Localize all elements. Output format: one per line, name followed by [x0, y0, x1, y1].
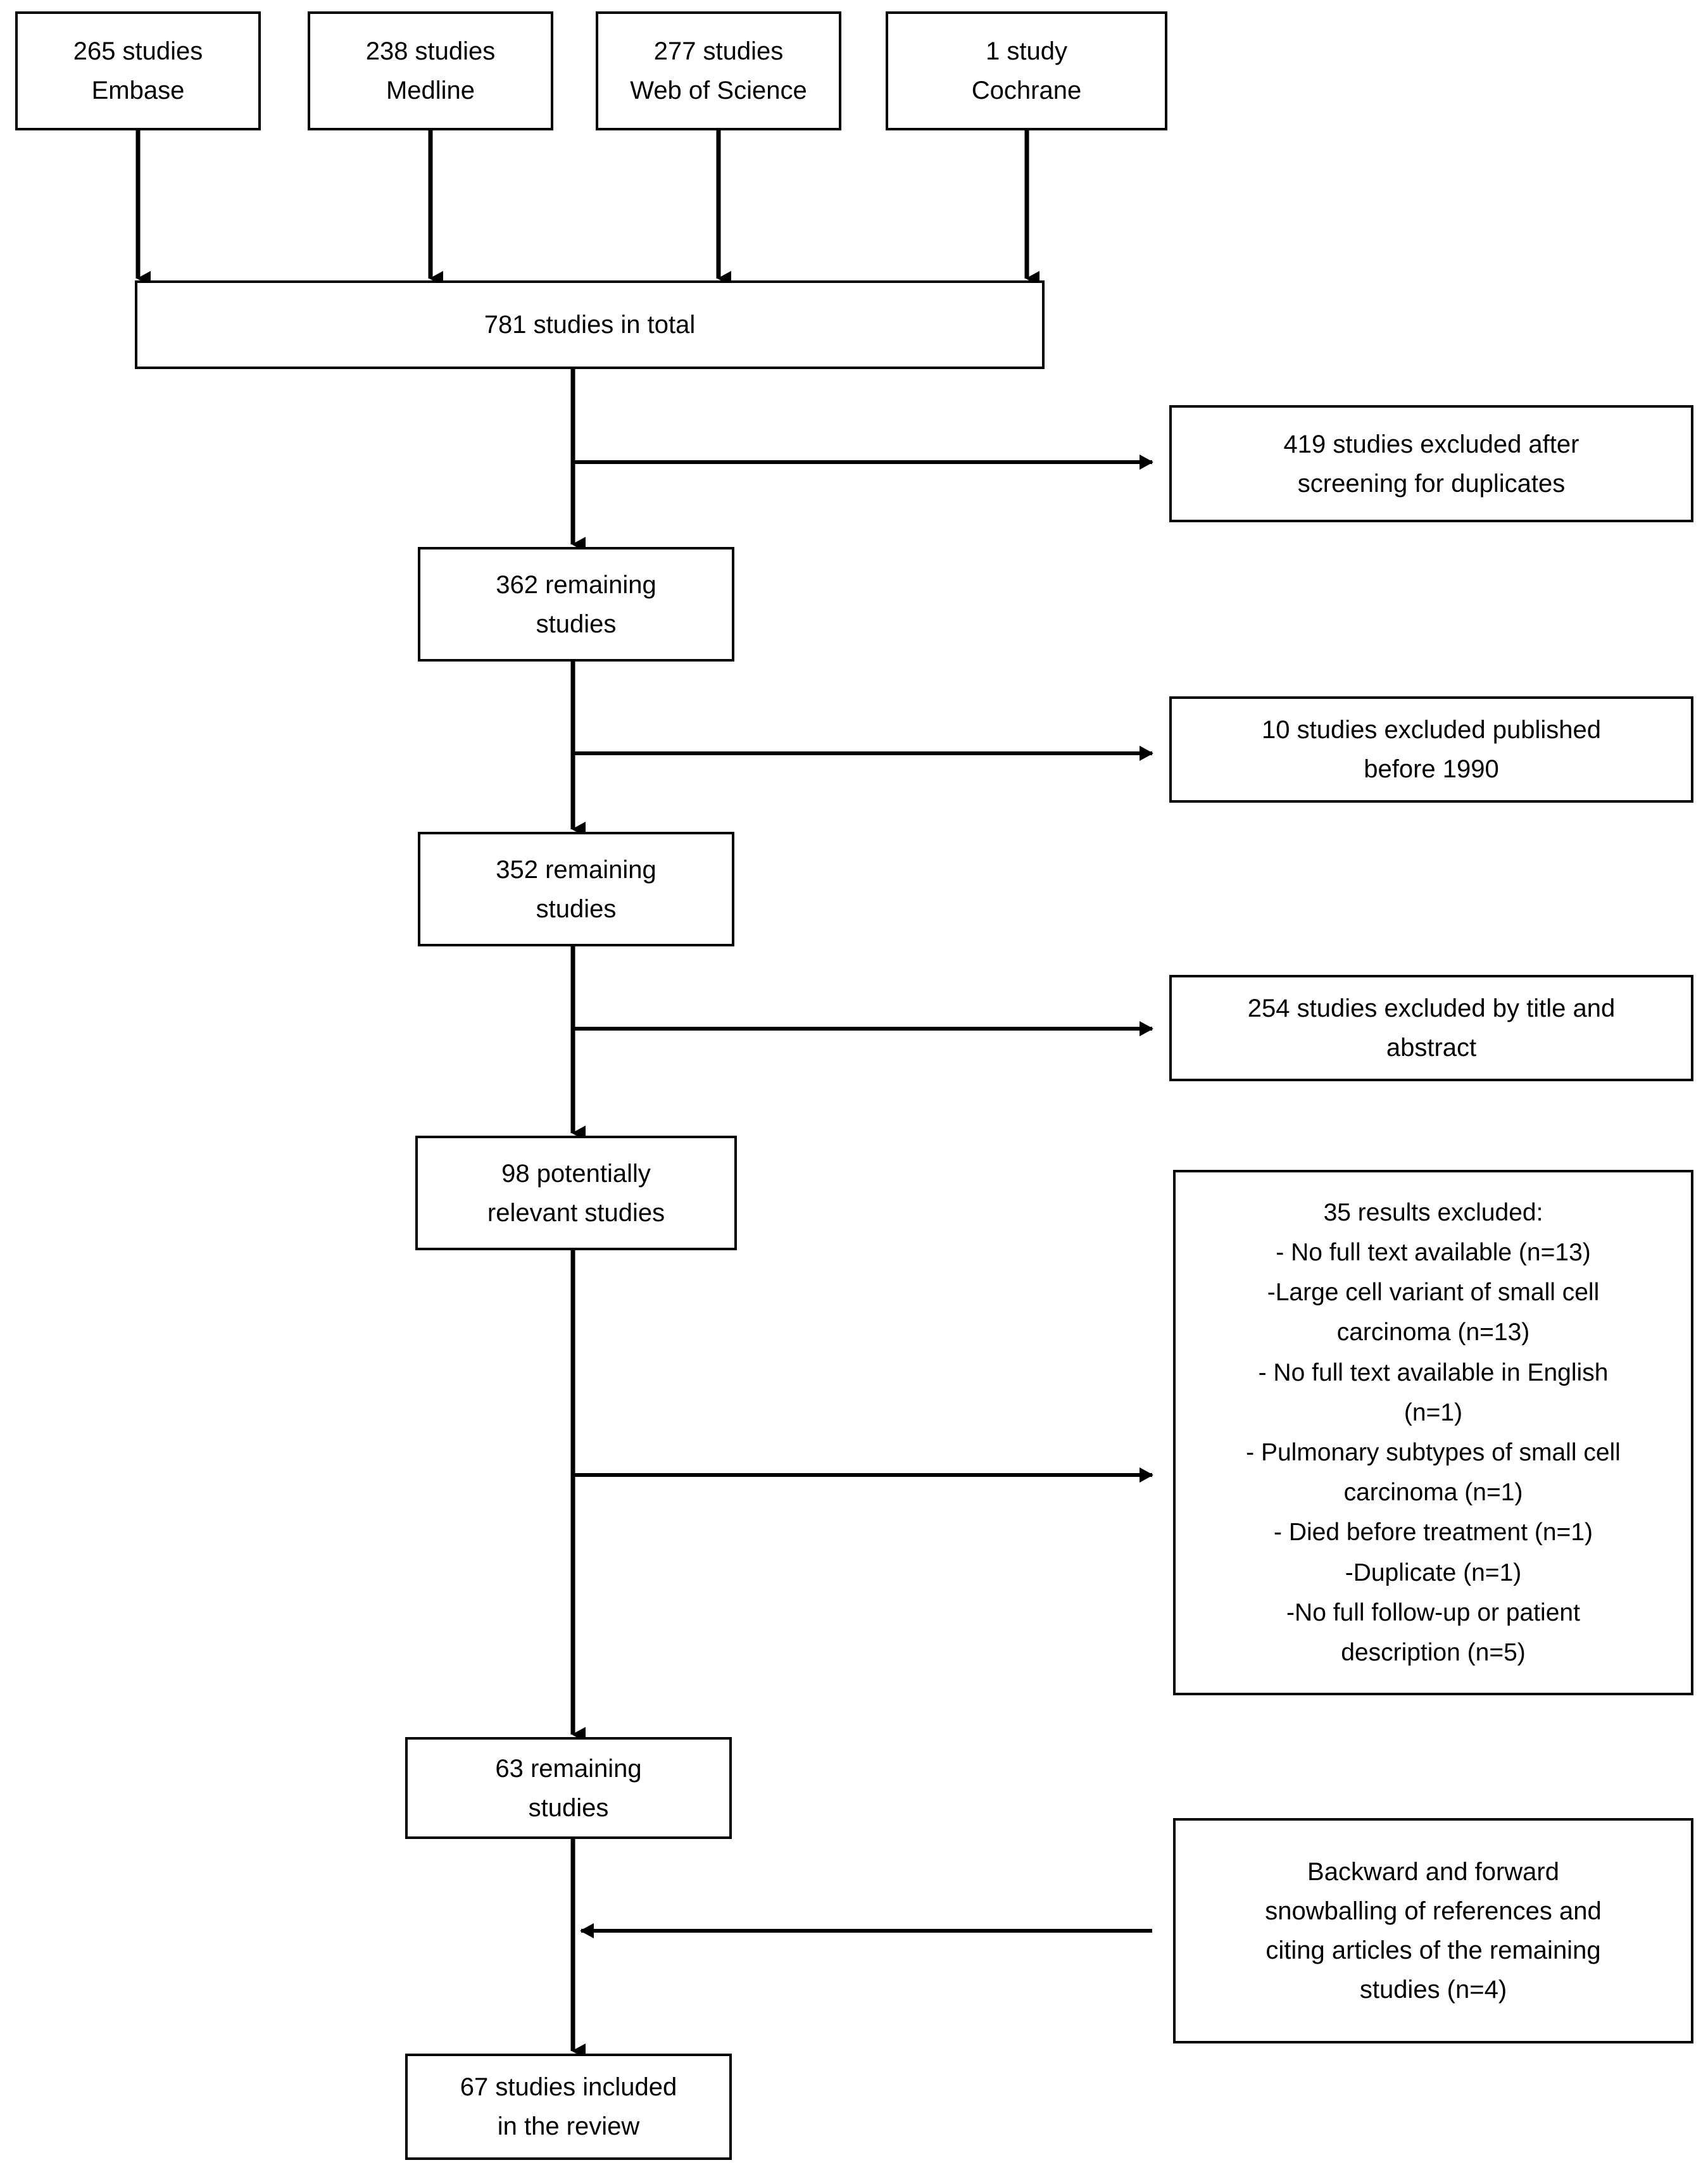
- node-line: 67 studies included: [460, 2073, 677, 2101]
- node-stage-67-included: 67 studies included in the review: [405, 2054, 732, 2160]
- node-source-medline: 238 studies Medline: [308, 11, 553, 130]
- node-line: before 1990: [1364, 755, 1499, 783]
- node-source-cochrane: 1 study Cochrane: [886, 11, 1167, 130]
- exclusion-detail-item: carcinoma (n=13): [1336, 1319, 1530, 1346]
- node-line: snowballing of references and: [1265, 1897, 1602, 1925]
- node-stage-352-remaining: 352 remaining studies: [418, 832, 734, 946]
- node-line: in the review: [497, 2112, 640, 2140]
- exclusion-detail-item: -No full follow-up or patient: [1286, 1598, 1580, 1626]
- node-line: 98 potentially: [501, 1159, 651, 1188]
- node-line: 1 study: [986, 37, 1067, 65]
- node-stage-362-remaining: 362 remaining studies: [418, 547, 734, 662]
- node-exclusion-419-duplicates: 419 studies excluded after screening for…: [1169, 405, 1693, 522]
- node-line: 10 studies excluded published: [1262, 716, 1601, 744]
- node-snowballing: Backward and forward snowballing of refe…: [1173, 1818, 1693, 2043]
- node-line: Embase: [91, 77, 185, 104]
- node-line: citing articles of the remaining: [1265, 1936, 1601, 1964]
- exclusion-detail-item: - No full text available in English: [1258, 1359, 1609, 1386]
- node-line: studies (n=4): [1359, 1976, 1507, 2004]
- exclusion-detail-heading: 35 results excluded:: [1323, 1198, 1543, 1226]
- node-exclusion-10-before-1990: 10 studies excluded published before 199…: [1169, 696, 1693, 803]
- node-line: Backward and forward: [1307, 1858, 1559, 1886]
- node-line: 238 studies: [365, 37, 496, 65]
- node-line: 265 studies: [73, 37, 203, 65]
- node-line: studies: [536, 610, 617, 638]
- node-line: relevant studies: [487, 1198, 665, 1227]
- exclusion-detail-item: - Died before treatment (n=1): [1274, 1519, 1593, 1547]
- node-stage-98-potentially-relevant: 98 potentially relevant studies: [415, 1136, 737, 1250]
- node-line: 277 studies: [653, 37, 784, 65]
- node-line: abstract: [1386, 1034, 1477, 1062]
- node-line: 362 remaining: [496, 570, 656, 599]
- node-line: 352 remaining: [496, 855, 656, 884]
- exclusion-detail-item: (n=1): [1403, 1398, 1463, 1426]
- exclusion-detail-item: - Pulmonary subtypes of small cell: [1246, 1439, 1621, 1466]
- node-exclusion-254-title-abstract: 254 studies excluded by title and abstra…: [1169, 975, 1693, 1081]
- node-source-embase: 265 studies Embase: [15, 11, 261, 130]
- exclusion-detail-item: carcinoma (n=1): [1343, 1479, 1523, 1507]
- node-exclusion-35-results-detail: 35 results excluded: - No full text avai…: [1173, 1170, 1693, 1695]
- node-line: screening for duplicates: [1297, 469, 1566, 498]
- exclusion-detail-item: -Large cell variant of small cell: [1267, 1279, 1600, 1307]
- node-line: studies: [528, 1793, 609, 1822]
- exclusion-detail-item: description (n=5): [1341, 1638, 1526, 1666]
- node-source-web-of-science: 277 studies Web of Science: [596, 11, 841, 130]
- node-line: 781 studies in total: [484, 311, 696, 339]
- node-total-studies: 781 studies in total: [135, 280, 1045, 369]
- exclusion-detail-item: -Duplicate (n=1): [1345, 1559, 1522, 1586]
- node-line: 254 studies excluded by title and: [1247, 995, 1616, 1022]
- node-line: studies: [536, 894, 617, 923]
- node-line: 419 studies excluded after: [1283, 430, 1579, 458]
- exclusion-detail-item: - No full text available (n=13): [1276, 1239, 1591, 1267]
- node-line: 63 remaining: [495, 1754, 642, 1783]
- node-line: Web of Science: [630, 77, 807, 104]
- node-line: Cochrane: [971, 77, 1082, 104]
- node-line: Medline: [386, 77, 475, 104]
- node-stage-63-remaining: 63 remaining studies: [405, 1737, 732, 1839]
